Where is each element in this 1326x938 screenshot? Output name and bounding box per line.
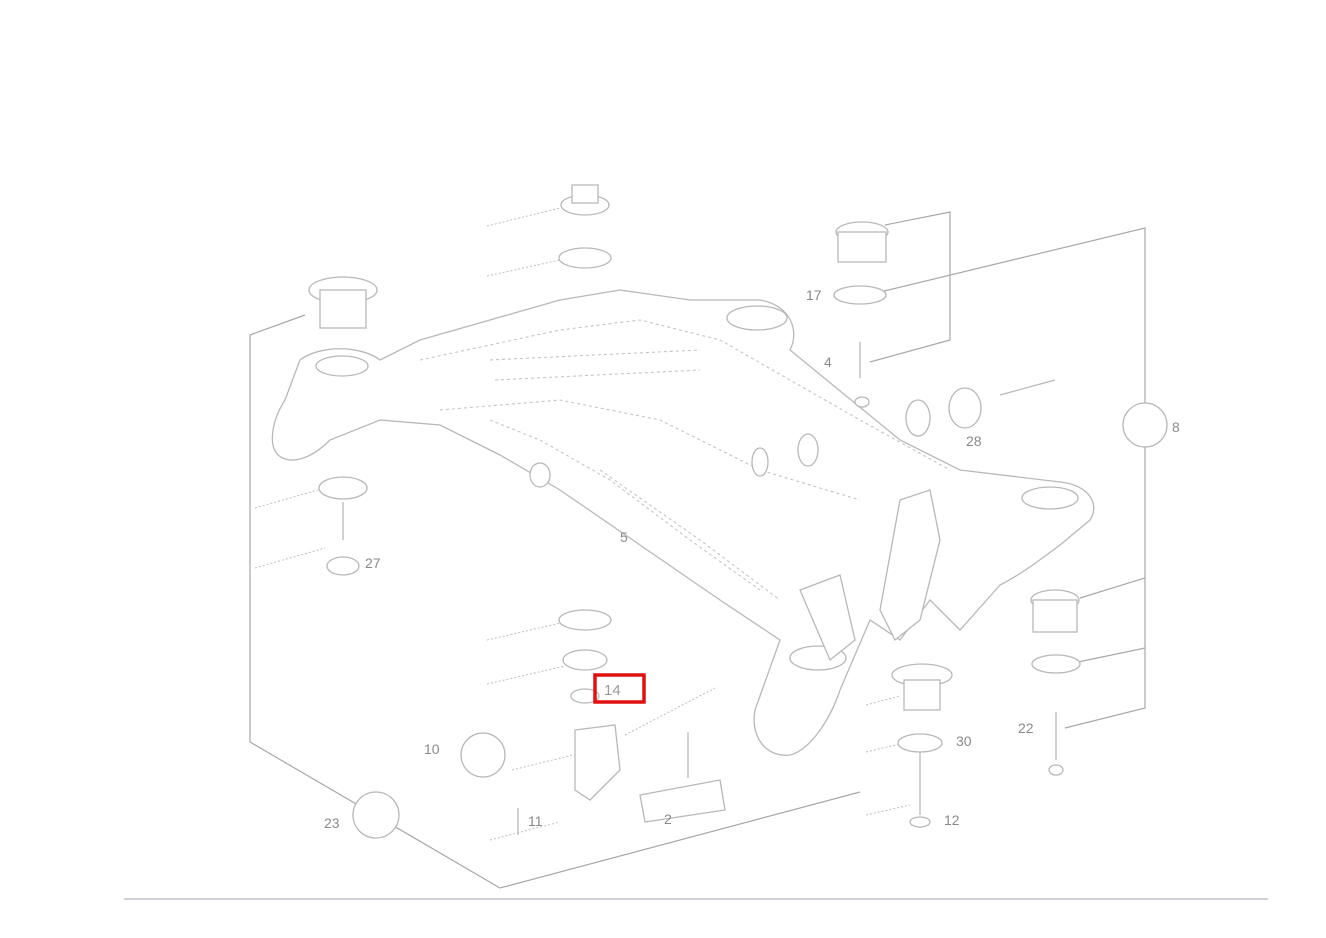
leader-left-bolt [254,547,326,569]
part-label-2: 2 [664,811,672,827]
hole-1 [751,447,769,477]
bolt-12-head [909,816,931,828]
bushing-28 [948,387,982,429]
left-mount-pad [315,355,369,377]
highlighted-part-callout[interactable]: 14 [593,673,646,704]
part-label-17: 17 [806,287,822,303]
bushing-8 [1122,402,1168,448]
upper-right-nut-body [837,231,887,263]
left-mount-nut-27 [326,556,360,576]
rear-subframe [271,289,1095,756]
part-label-10: 10 [424,741,440,757]
bushing-10 [460,732,506,778]
lower-nut [570,688,600,704]
lower-bushing [562,649,608,671]
right-bracket-leader-2 [1077,647,1146,663]
part-label-12: 12 [944,812,960,828]
upper-mid-bracket-line [869,211,951,363]
leader-part-30 [865,695,901,706]
part-label-11: 11 [528,813,543,829]
leader-part-11 [489,821,561,841]
left-bushing-body [319,289,367,329]
lower-washer [558,609,612,631]
part-label-8: 8 [1172,419,1180,435]
subframe-upper-crossmember [419,319,951,471]
top-washer [558,247,612,269]
ring-clip [905,399,931,437]
part-number-labels: 17 4 8 28 5 27 12 30 22 23 11 10 2 [324,287,1180,831]
leader-lines [254,207,911,841]
leader-lower-washer [486,621,566,641]
right-bracket-line [879,227,1146,729]
subframe-body-outline [271,289,1095,756]
subframe-rib-lower [489,419,761,591]
leader-part-12 [865,804,911,816]
bolt-side [999,379,1056,396]
bushing-23 [352,791,400,839]
leader-top-nut [486,207,561,227]
left-bracket-top-leader [249,314,306,336]
leader-part-30b [865,743,901,753]
bracket-2 [639,779,726,823]
part-label-5: 5 [620,529,628,545]
washer-17 [833,285,887,305]
subframe-diagonal-rib [599,469,781,601]
lower-left-foot [529,462,551,488]
right-bracket-arm [879,489,941,642]
part-label-22: 22 [1018,720,1034,736]
subframe-lower-crossmember [439,399,861,501]
part-label-23: 23 [324,815,340,831]
top-nut-body [571,184,599,204]
bolt-right-lower-nut [1048,764,1064,776]
part-label-27: 27 [365,555,381,571]
hole-2 [797,433,819,467]
highlighted-part-label: 14 [604,682,621,699]
leader-part-10 [511,751,586,771]
subframe-front-bar [489,349,701,381]
part-label-30: 30 [956,733,972,749]
left-mount-washer [318,476,368,500]
washer-right-lower [1031,654,1081,674]
part-label-4: 4 [824,354,832,370]
hardware-parts [308,184,1168,839]
link-arm [574,724,621,801]
leader-part-14 [624,687,716,736]
nut-30 [897,733,943,753]
lower-bracket-arm [799,574,856,662]
bushing-30 [903,679,941,711]
nut-right-lower-body [1032,599,1078,633]
highlight-box[interactable] [593,673,646,704]
right-bracket-leader-1 [1079,577,1146,599]
right-rear-mount-pad [1021,486,1079,510]
bolt-4-nut [854,396,870,408]
leader-lower-bushing [486,665,566,685]
right-front-mount-pad [726,305,788,331]
leader-left-mount [254,489,319,509]
leader-top-washer [486,259,561,277]
part-label-28: 28 [966,433,982,449]
